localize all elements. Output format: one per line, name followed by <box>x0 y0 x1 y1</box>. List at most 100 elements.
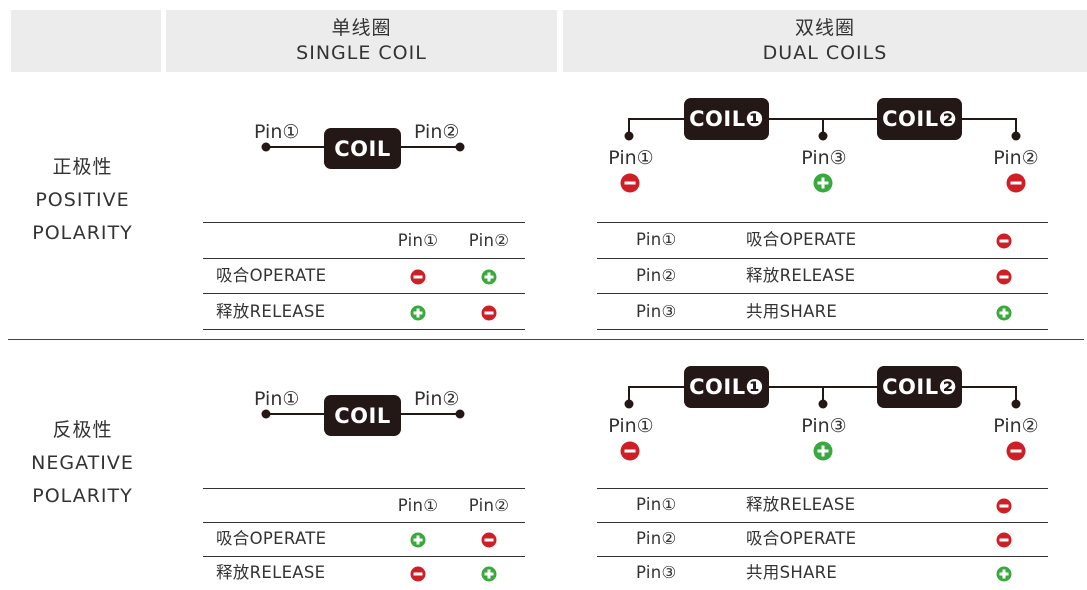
pin3-terminal <box>818 131 828 141</box>
plus-icon <box>410 305 426 321</box>
minus-icon <box>620 173 640 193</box>
pin1-label: Pin① <box>254 121 300 143</box>
section-divider <box>8 339 1084 340</box>
negative-en2: POLARITY <box>32 485 133 507</box>
row-release: 释放RELEASE <box>216 302 326 321</box>
table-line <box>203 222 525 223</box>
row-operate: 吸合OPERATE <box>216 266 327 285</box>
col-header-pin2: Pin② <box>468 496 510 515</box>
pin3-terminal <box>818 399 828 409</box>
coil1-block: COIL❶ <box>684 366 769 408</box>
plus-icon <box>813 441 833 461</box>
coil1-block: COIL❶ <box>684 98 769 140</box>
coil2-block: COIL❷ <box>877 366 962 408</box>
row-pin3: Pin③ <box>636 302 677 321</box>
row-pin1-function: 释放RELEASE <box>746 495 856 514</box>
header-single-en: SINGLE COIL <box>296 42 427 64</box>
plus-icon <box>481 566 497 582</box>
pin2-terminal <box>1011 399 1021 409</box>
wire <box>1015 118 1017 134</box>
col-header-pin2: Pin② <box>468 231 510 250</box>
minus-icon <box>1006 441 1026 461</box>
pin1-label: Pin① <box>254 388 300 410</box>
table-line <box>597 522 1048 523</box>
minus-icon <box>410 269 426 285</box>
pin1-label: Pin① <box>608 415 654 437</box>
table-line <box>203 293 525 294</box>
wire <box>822 118 824 134</box>
header-dual-cn: 双线圈 <box>794 17 855 39</box>
row-pin3: Pin③ <box>636 563 677 582</box>
minus-icon <box>481 532 497 548</box>
row-pin3-function: 共用SHARE <box>746 563 838 582</box>
negative-cn: 反极性 <box>52 419 113 441</box>
pin2-terminal <box>455 409 465 419</box>
minus-icon <box>996 532 1012 548</box>
header-single-cn: 单线圈 <box>331 17 392 39</box>
row-label-negative: 反极性 NEGATIVE POLARITY <box>0 414 165 513</box>
coil-block: COIL <box>324 128 401 169</box>
table-line <box>203 329 525 330</box>
plus-icon <box>813 173 833 193</box>
table-line <box>203 556 525 557</box>
table-line <box>597 293 1048 294</box>
coil-block: COIL <box>324 395 401 436</box>
wire <box>628 386 630 402</box>
minus-icon <box>996 498 1012 514</box>
header-single-coil-bg <box>166 10 557 72</box>
coil2-block: COIL❷ <box>877 98 962 140</box>
pin1-terminal <box>261 142 271 152</box>
table-line <box>597 258 1048 259</box>
table-line <box>203 258 525 259</box>
row-pin2: Pin② <box>636 266 677 285</box>
plus-icon <box>481 269 497 285</box>
table-line <box>597 556 1048 557</box>
pin2-label: Pin② <box>414 121 460 143</box>
row-label-positive: 正极性 POSITIVE POLARITY <box>0 151 165 250</box>
col-header-pin1: Pin① <box>397 496 439 515</box>
pin2-label: Pin② <box>993 415 1039 437</box>
header-single-coil: 单线圈 SINGLE COIL <box>166 10 557 72</box>
table-line <box>597 222 1048 223</box>
minus-icon <box>620 441 640 461</box>
row-pin2: Pin② <box>636 529 677 548</box>
pin2-label: Pin② <box>993 147 1039 169</box>
header-dual-coils-bg <box>563 10 1087 72</box>
pin2-terminal <box>1011 131 1021 141</box>
negative-en1: NEGATIVE <box>31 452 134 474</box>
table-line <box>203 522 525 523</box>
col-header-pin1: Pin① <box>397 231 439 250</box>
minus-icon <box>1006 173 1026 193</box>
row-pin1: Pin① <box>636 230 677 249</box>
plus-icon <box>996 566 1012 582</box>
row-pin1: Pin① <box>636 495 677 514</box>
row-release: 释放RELEASE <box>216 563 326 582</box>
pin1-terminal <box>624 131 634 141</box>
table-line <box>597 488 1048 489</box>
pin1-terminal <box>261 409 271 419</box>
positive-en1: POSITIVE <box>35 189 130 211</box>
pin3-label: Pin③ <box>801 415 847 437</box>
row-operate: 吸合OPERATE <box>216 529 327 548</box>
minus-icon <box>996 269 1012 285</box>
wire <box>1015 386 1017 402</box>
minus-icon <box>410 566 426 582</box>
wire <box>822 386 824 402</box>
positive-cn: 正极性 <box>52 156 113 178</box>
pin1-label: Pin① <box>608 147 654 169</box>
header-dual-coils: 双线圈 DUAL COILS <box>563 10 1087 72</box>
plus-icon <box>410 532 426 548</box>
pin3-label: Pin③ <box>801 147 847 169</box>
minus-icon <box>996 233 1012 249</box>
pin1-terminal <box>624 399 634 409</box>
row-pin3-function: 共用SHARE <box>746 302 838 321</box>
wire <box>628 118 630 134</box>
row-pin1-function: 吸合OPERATE <box>746 230 857 249</box>
row-pin2-function: 释放RELEASE <box>746 266 856 285</box>
pin2-terminal <box>455 142 465 152</box>
pin2-label: Pin② <box>414 388 460 410</box>
row-pin2-function: 吸合OPERATE <box>746 529 857 548</box>
minus-icon <box>481 305 497 321</box>
table-line <box>203 488 525 489</box>
positive-en2: POLARITY <box>32 222 133 244</box>
